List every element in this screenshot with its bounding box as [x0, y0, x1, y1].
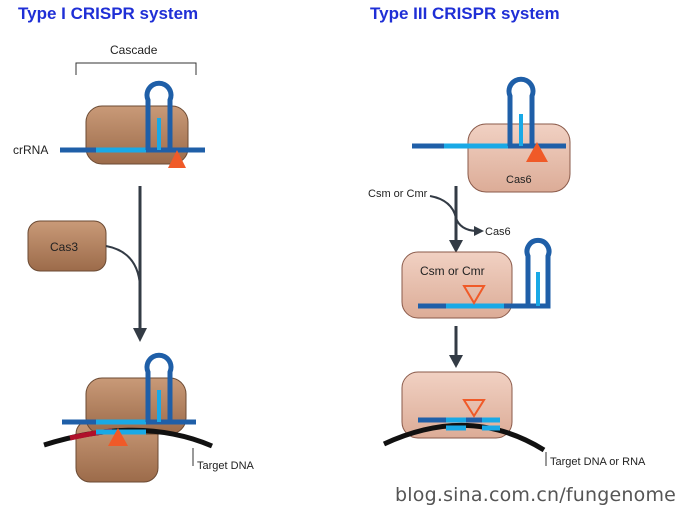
cas3-join-arrow — [105, 245, 141, 287]
cas6-release-arrowhead — [474, 226, 484, 236]
complex-label: Csm or Cmr — [420, 264, 485, 278]
cas-active-site — [168, 150, 186, 168]
cascade-bracket — [75, 62, 197, 75]
type-i-title: Type I CRISPR system — [18, 4, 199, 23]
type-i-flow-arrowhead — [133, 328, 147, 342]
cas6-active-site — [526, 142, 548, 162]
cas6-release-arrow — [455, 217, 477, 232]
cas6-label: Cas6 — [506, 174, 532, 186]
cas6-release-label: Cas6 — [485, 226, 511, 238]
crrna-label: crRNA — [13, 143, 49, 157]
cascade-label: Cascade — [110, 43, 158, 57]
target-dna-label: Target DNA — [197, 460, 254, 472]
cascade-complex — [85, 105, 189, 165]
type-iii-title: Type III CRISPR system — [370, 4, 560, 23]
watermark-text: blog.sina.com.cn/fungenome — [395, 484, 677, 506]
csm-active-site — [462, 285, 486, 305]
target-nucleic-acid — [382, 423, 546, 453]
mature-crrna-hairpin — [520, 237, 552, 309]
pre-crrna-hairpin — [506, 76, 536, 146]
csm-join-arrow — [429, 195, 457, 219]
csm-cmr-input-label: Csm or Cmr — [368, 188, 428, 200]
cas3-cleavage-site — [108, 428, 128, 446]
target-dna-rna-label: Target DNA or RNA — [550, 456, 646, 468]
csm-cleavage-site — [462, 399, 486, 418]
crrna-hairpin — [144, 80, 174, 150]
type-iii-arrowhead-2 — [449, 355, 463, 368]
type-iii-arrowhead-1 — [449, 240, 463, 253]
cas3-label: Cas3 — [50, 240, 79, 254]
csm-cmr-complex — [401, 251, 513, 319]
crrna-bound-hairpin — [144, 352, 174, 422]
